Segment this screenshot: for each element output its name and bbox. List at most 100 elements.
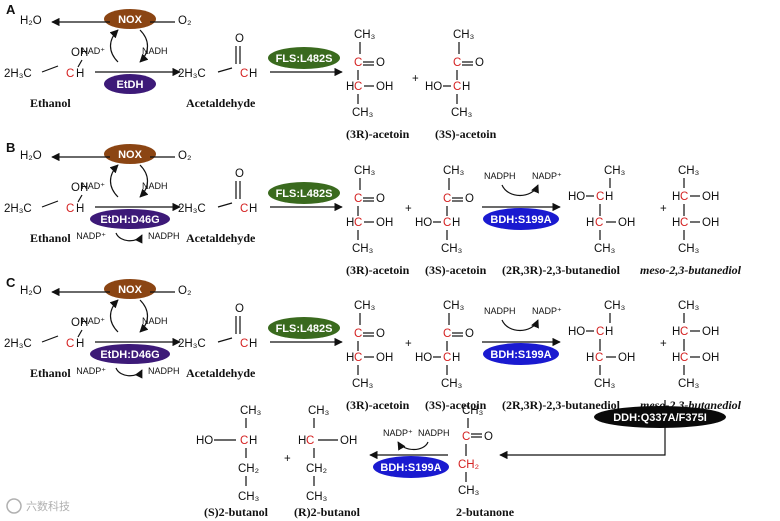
bdo-meso-c2: C [680, 352, 688, 364]
acetoin-3s-label: (3S)-acetoin [425, 263, 487, 277]
panel-b-label: B [6, 140, 15, 155]
bdo-meso-ch3-top: CH₃ [678, 300, 700, 312]
acetaldehyde-o: O [235, 168, 244, 180]
acetoin-3r-oh: OH [376, 81, 393, 93]
acetaldehyde-c: C [240, 203, 248, 215]
butanone-c1: C [462, 431, 470, 443]
fls-pill-label: FLS:L482S [276, 323, 333, 335]
nadh-label: NADH [142, 46, 168, 56]
ethanol-h2c: 2H₃C [4, 203, 32, 215]
nox-pill-label: NOX [118, 284, 143, 296]
acetoin-3r-o: O [376, 193, 385, 205]
ethanol-bond-1 [41, 200, 59, 208]
bdh2-pill [373, 456, 449, 478]
acetoin-3s-h: H [462, 81, 470, 93]
bdo-meso-label: meso-2,3-butanediol [640, 263, 742, 277]
bdo-2r3r-ho: HO [568, 191, 585, 203]
bdo-2r3r-c2: C [595, 217, 603, 229]
bdo-2r3r-h1: H [605, 326, 613, 338]
bdo-meso-ch3-bot: CH₃ [678, 243, 700, 255]
butanol-r-h: H [298, 435, 306, 447]
ethanol-bond-oh [77, 59, 83, 68]
bdo-2r3r-ch3-bot: CH₃ [594, 378, 616, 390]
butanol-s-ch3-bot: CH₃ [238, 491, 260, 503]
acetoin-3r-c2: C [354, 81, 362, 93]
ethanol-bond-oh [77, 194, 83, 203]
butanol-s-label: (S)2-butanol [204, 505, 269, 519]
acetoin-3s-c1: C [453, 57, 461, 69]
watermark-text: 六数科技 [26, 499, 70, 513]
nadph-label: NADPH [148, 366, 180, 376]
etdh-pill-label: EtDH:D46G [100, 214, 159, 226]
bdo-2r3r-ch3-bot: CH₃ [594, 243, 616, 255]
ethanol-bond-1 [41, 335, 59, 343]
bdh-nadp-label: NADP⁺ [532, 171, 562, 181]
etdh-pill [90, 344, 170, 364]
o2-label: O₂ [178, 15, 191, 27]
fls-pill [268, 182, 340, 204]
acetoin-3r-ch3-top: CH₃ [354, 300, 376, 312]
ethanol-h2c: 2H₃C [4, 68, 32, 80]
ethanol-label: Ethanol [30, 96, 71, 110]
bdh-cofactor-arc [501, 319, 539, 332]
nad-label: NAD⁺ [81, 181, 105, 191]
acetoin-3r-h: H [346, 352, 354, 364]
acetoin-3r-h: H [346, 81, 354, 93]
acetaldehyde-bond [217, 337, 233, 343]
bdh-cofactor-arc [501, 184, 539, 197]
butanol-s-ho: HO [196, 435, 213, 447]
acetoin-3r-oh: OH [376, 217, 393, 229]
etdh-pill-label: EtDH:D46G [100, 349, 159, 361]
bdo-2r3r-c1: C [596, 191, 604, 203]
bdh-pill [483, 343, 559, 365]
bdh-nadph-label: NADPH [484, 306, 516, 316]
acetoin-3s-c2: C [453, 81, 461, 93]
h2o-label: H₂O [20, 150, 42, 162]
o2-label: O₂ [178, 150, 191, 162]
bdh2-nadph-label: NADPH [418, 428, 450, 438]
bdo-2r3r-ho: HO [568, 326, 585, 338]
acetoin-3s-ch3-bot: CH₃ [451, 107, 473, 119]
plus-c2: + [660, 338, 667, 350]
butanol-s-ch3-top: CH₃ [240, 405, 262, 417]
ethanol-c: C [66, 68, 74, 80]
acetoin-3r-ch3-bot: CH₃ [352, 378, 374, 390]
acetoin-3s-c2: C [443, 217, 451, 229]
bdh-pill [483, 208, 559, 230]
nox-pill-label: NOX [118, 14, 143, 26]
bdo-2r3r-c1: C [596, 326, 604, 338]
acetoin-3r-h: H [346, 217, 354, 229]
fls-pill [268, 317, 340, 339]
acetoin-3s-h: H [452, 217, 460, 229]
butanol-s-h: H [249, 435, 257, 447]
fls-pill-label: FLS:L482S [276, 53, 333, 65]
ethanol-bond-oh [77, 329, 83, 338]
bdo-meso-c1: C [680, 326, 688, 338]
etdh-pill-label: EtDH [117, 79, 144, 91]
bdo-meso-oh1: OH [702, 326, 719, 338]
acetoin-3s-ch3-bot: CH₃ [441, 243, 463, 255]
ethanol-c: C [66, 203, 74, 215]
etdh-pill [90, 209, 170, 229]
ethanol-oh: OH [71, 317, 88, 329]
acetaldehyde-c: C [240, 338, 248, 350]
butanol-s-ch2: CH₂ [238, 463, 259, 475]
bdo-2r3r-ch3-top: CH₃ [604, 165, 626, 177]
ethanol-label: Ethanol [30, 231, 71, 245]
ethanol-h: H [76, 338, 84, 350]
bdo-2r3r-oh: OH [618, 352, 635, 364]
acetoin-3s-ch3-top: CH₃ [453, 29, 475, 41]
butanol-r-ch3-top: CH₃ [308, 405, 330, 417]
bdo-2r3r-h1: H [605, 191, 613, 203]
fls-pill [268, 47, 340, 69]
acetoin-3r-o: O [376, 57, 385, 69]
bdh-nadph-label: NADPH [484, 171, 516, 181]
nadp-label: NADP⁺ [76, 231, 106, 241]
o2-label: O₂ [178, 285, 191, 297]
acetoin-3s-ho: HO [415, 352, 432, 364]
acetoin-3s-o: O [475, 57, 484, 69]
nox-pill [104, 279, 156, 299]
butanol-r-ch3-bot: CH₃ [306, 491, 328, 503]
